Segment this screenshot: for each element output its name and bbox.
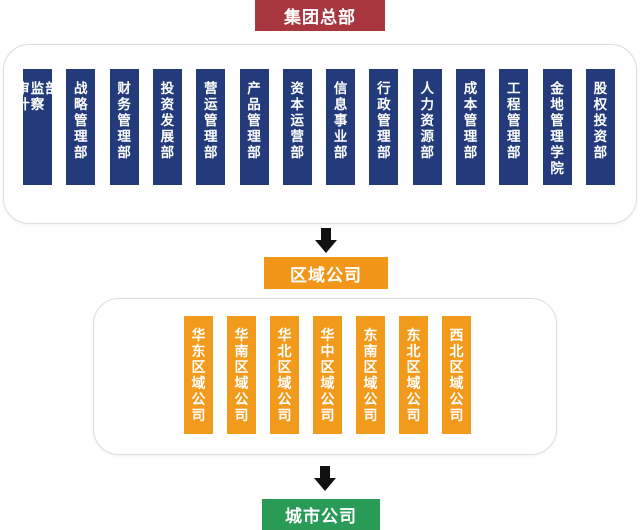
- department-label: 财务管理部: [117, 81, 131, 161]
- department-box: 行政管理部: [369, 69, 399, 185]
- department-box: 资本运营部: [282, 69, 312, 185]
- regional-company-box: 西北区域公司: [442, 316, 471, 434]
- department-box: 信息事业部: [326, 69, 356, 185]
- regional-company-label: 华中区域公司: [320, 328, 335, 424]
- department-box: 金地管理学院: [542, 69, 572, 185]
- regional-company-label: 华东区域公司: [191, 328, 206, 424]
- department-label: 信息事业部: [333, 81, 348, 161]
- department-label: 监察: [30, 81, 45, 113]
- department-box: 人力资源部: [412, 69, 442, 185]
- regional-company-label: 东北区域公司: [406, 328, 421, 424]
- department-box: 审计监察部: [16, 69, 59, 185]
- department-box: 成本管理部: [456, 69, 485, 185]
- department-box: 投资发展部: [152, 69, 182, 185]
- group-headquarters-title: 集团总部: [255, 0, 385, 31]
- down-arrow-icon: [315, 228, 337, 254]
- regional-company-label: 东南区域公司: [363, 328, 378, 424]
- regional-company-title: 区域公司: [264, 257, 388, 289]
- department-label: 工程管理部: [507, 81, 521, 161]
- department-label: 行政管理部: [377, 81, 391, 161]
- department-label: 资本运营部: [290, 81, 305, 161]
- department-box: 营运管理部: [196, 69, 226, 185]
- department-label: 审计: [16, 81, 30, 113]
- down-arrow-icon: [314, 466, 336, 492]
- department-label: 人力资源部: [420, 81, 434, 161]
- regional-company-label: 区域公司: [290, 265, 362, 286]
- regional-company-box: 东北区域公司: [399, 316, 428, 434]
- regional-company-box: 东南区域公司: [356, 316, 385, 434]
- department-label: 战略管理部: [74, 81, 88, 161]
- city-company-title: 城市公司: [262, 499, 380, 530]
- regional-company-box: 华南区域公司: [227, 316, 256, 434]
- group-headquarters-label: 集团总部: [284, 8, 356, 28]
- regional-company-box: 华东区域公司: [184, 316, 213, 434]
- department-box: 产品管理部: [239, 69, 269, 185]
- department-box: 战略管理部: [66, 69, 96, 185]
- department-label: 金地管理学院: [550, 81, 564, 177]
- department-label: 投资发展部: [160, 81, 175, 161]
- department-box: 财务管理部: [109, 69, 139, 185]
- headquarters-departments-panel: [3, 44, 637, 224]
- regional-company-label: 华北区域公司: [277, 328, 292, 424]
- department-label: 部: [45, 81, 59, 97]
- department-label: 成本管理部: [463, 81, 478, 161]
- department-label: 股权投资部: [593, 81, 608, 161]
- regional-company-box: 华北区域公司: [270, 316, 299, 434]
- regional-company-box: 华中区域公司: [313, 316, 342, 434]
- department-label: 营运管理部: [203, 81, 218, 161]
- department-label: 产品管理部: [247, 81, 261, 161]
- department-box: 股权投资部: [585, 69, 615, 185]
- department-box: 工程管理部: [499, 69, 529, 185]
- regional-company-label: 华南区域公司: [234, 328, 249, 424]
- city-company-label: 城市公司: [285, 507, 357, 527]
- regional-company-label: 西北区域公司: [449, 328, 464, 424]
